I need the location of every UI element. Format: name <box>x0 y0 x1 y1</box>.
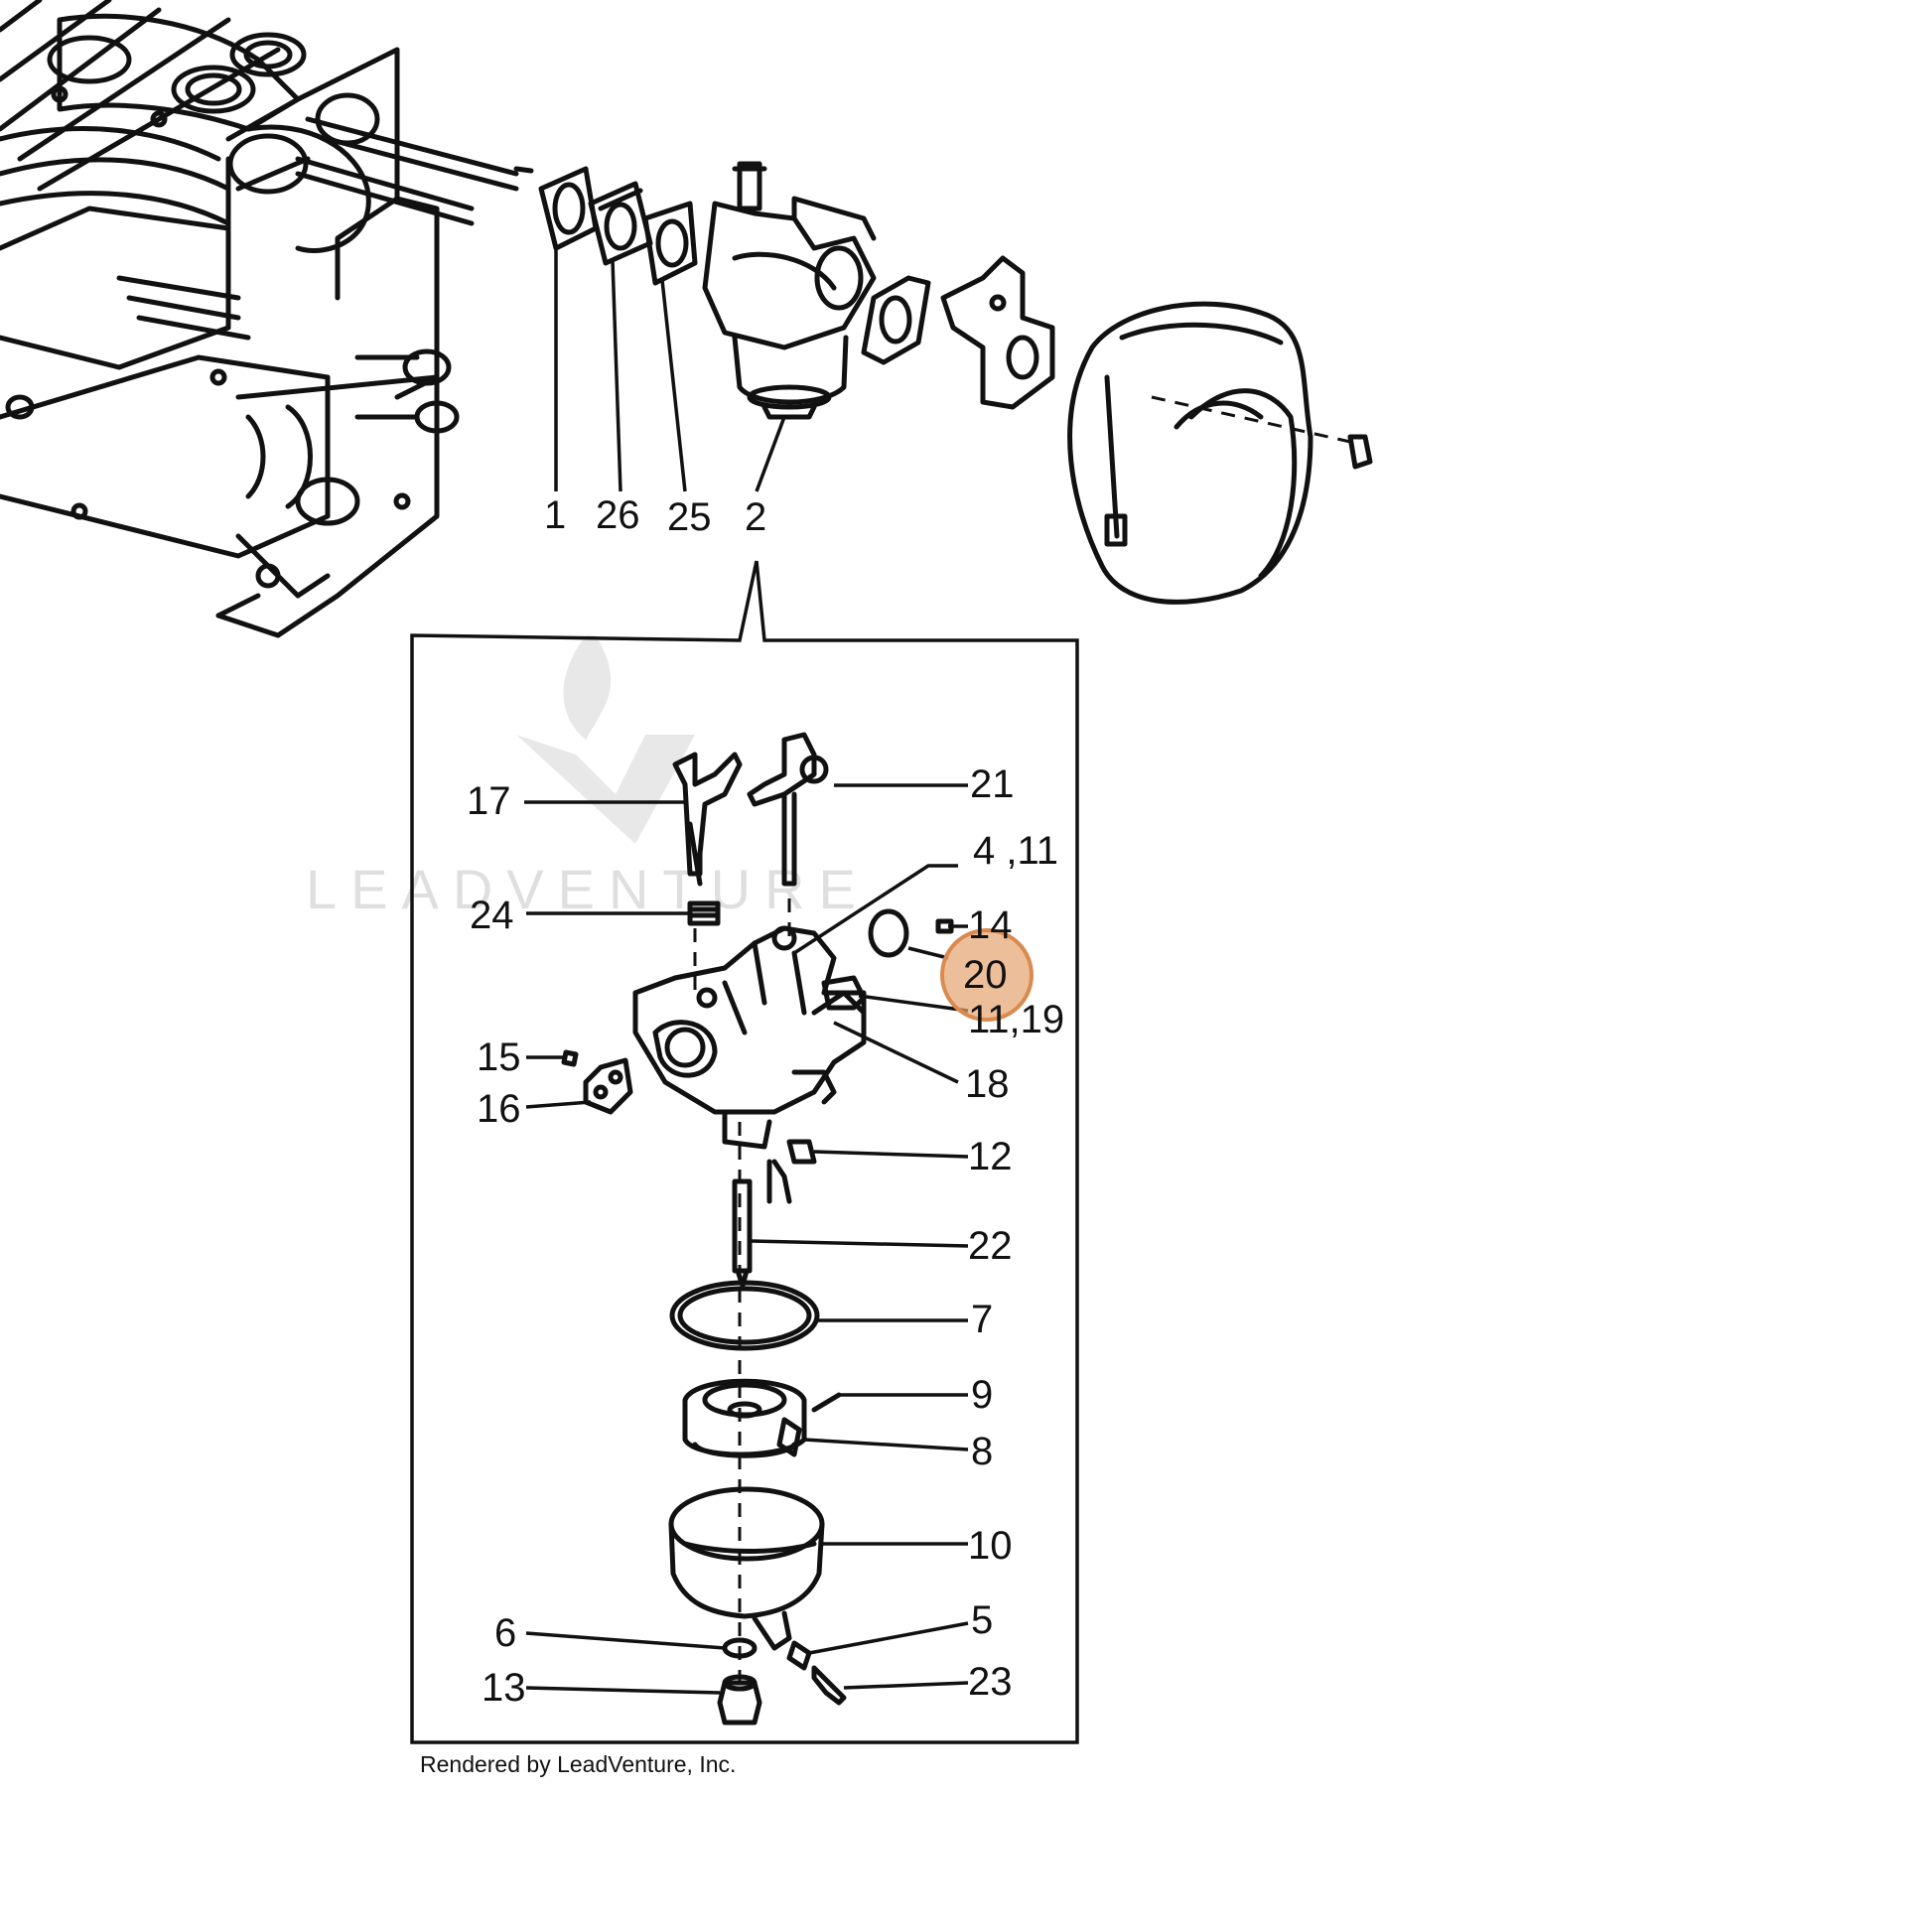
callout-6[interactable]: 6 <box>494 1611 516 1655</box>
callout-25[interactable]: 25 <box>667 495 712 539</box>
engine-block-drawing <box>0 0 534 638</box>
render-credit: Rendered by LeadVenture, Inc. <box>420 1751 736 1777</box>
callout-15[interactable]: 15 <box>477 1035 521 1079</box>
callout-12[interactable]: 12 <box>968 1135 1013 1178</box>
callout-17[interactable]: 17 <box>467 779 511 823</box>
callout-14[interactable]: 14 <box>968 903 1013 947</box>
callout-18[interactable]: 18 <box>965 1062 1010 1106</box>
callout-2[interactable]: 2 <box>745 495 766 539</box>
carburetor-assembly-top-drawing <box>702 161 877 420</box>
callout-26[interactable]: 26 <box>596 493 640 537</box>
callout-21[interactable]: 21 <box>970 762 1015 806</box>
callout-1[interactable]: 1 <box>544 493 566 537</box>
callout-5[interactable]: 5 <box>971 1598 993 1642</box>
callout-7[interactable]: 7 <box>971 1298 993 1341</box>
detail-parts-drawing <box>561 732 954 1725</box>
gasket-25-drawing <box>642 201 698 286</box>
callout-13[interactable]: 13 <box>482 1666 526 1710</box>
watermark-text: LEADVENTURE <box>306 858 870 920</box>
detail-callout-labels: 17 21 4 ,11 24 14 20 11,19 15 18 16 12 2… <box>467 762 1064 1710</box>
top-callout-labels: 1 26 25 2 <box>544 493 766 539</box>
bracket-drawing <box>940 255 1055 410</box>
callout-23[interactable]: 23 <box>968 1660 1013 1704</box>
callout-10[interactable]: 10 <box>968 1524 1013 1568</box>
callout-24[interactable]: 24 <box>470 894 514 937</box>
top-leader-lines <box>410 248 1079 1744</box>
gasket-1-drawing <box>538 166 599 251</box>
highlight-marker-20[interactable] <box>940 928 1034 1022</box>
callout-8[interactable]: 8 <box>971 1430 993 1473</box>
callout-9[interactable]: 9 <box>971 1373 993 1417</box>
callout-11-19[interactable]: 11,19 <box>968 998 1064 1041</box>
callout-20[interactable]: 20 <box>963 953 1008 997</box>
air-cleaner-cover-drawing <box>1067 301 1373 605</box>
spacer-26-drawing <box>588 181 653 266</box>
callout-16[interactable]: 16 <box>477 1087 521 1131</box>
callout-4-11[interactable]: 4 ,11 <box>973 829 1058 873</box>
leadventure-watermark: LEADVENTURE <box>306 635 870 920</box>
callout-22[interactable]: 22 <box>968 1224 1013 1268</box>
detail-leader-lines <box>524 783 969 1695</box>
gasket-right-drawing <box>861 275 931 365</box>
